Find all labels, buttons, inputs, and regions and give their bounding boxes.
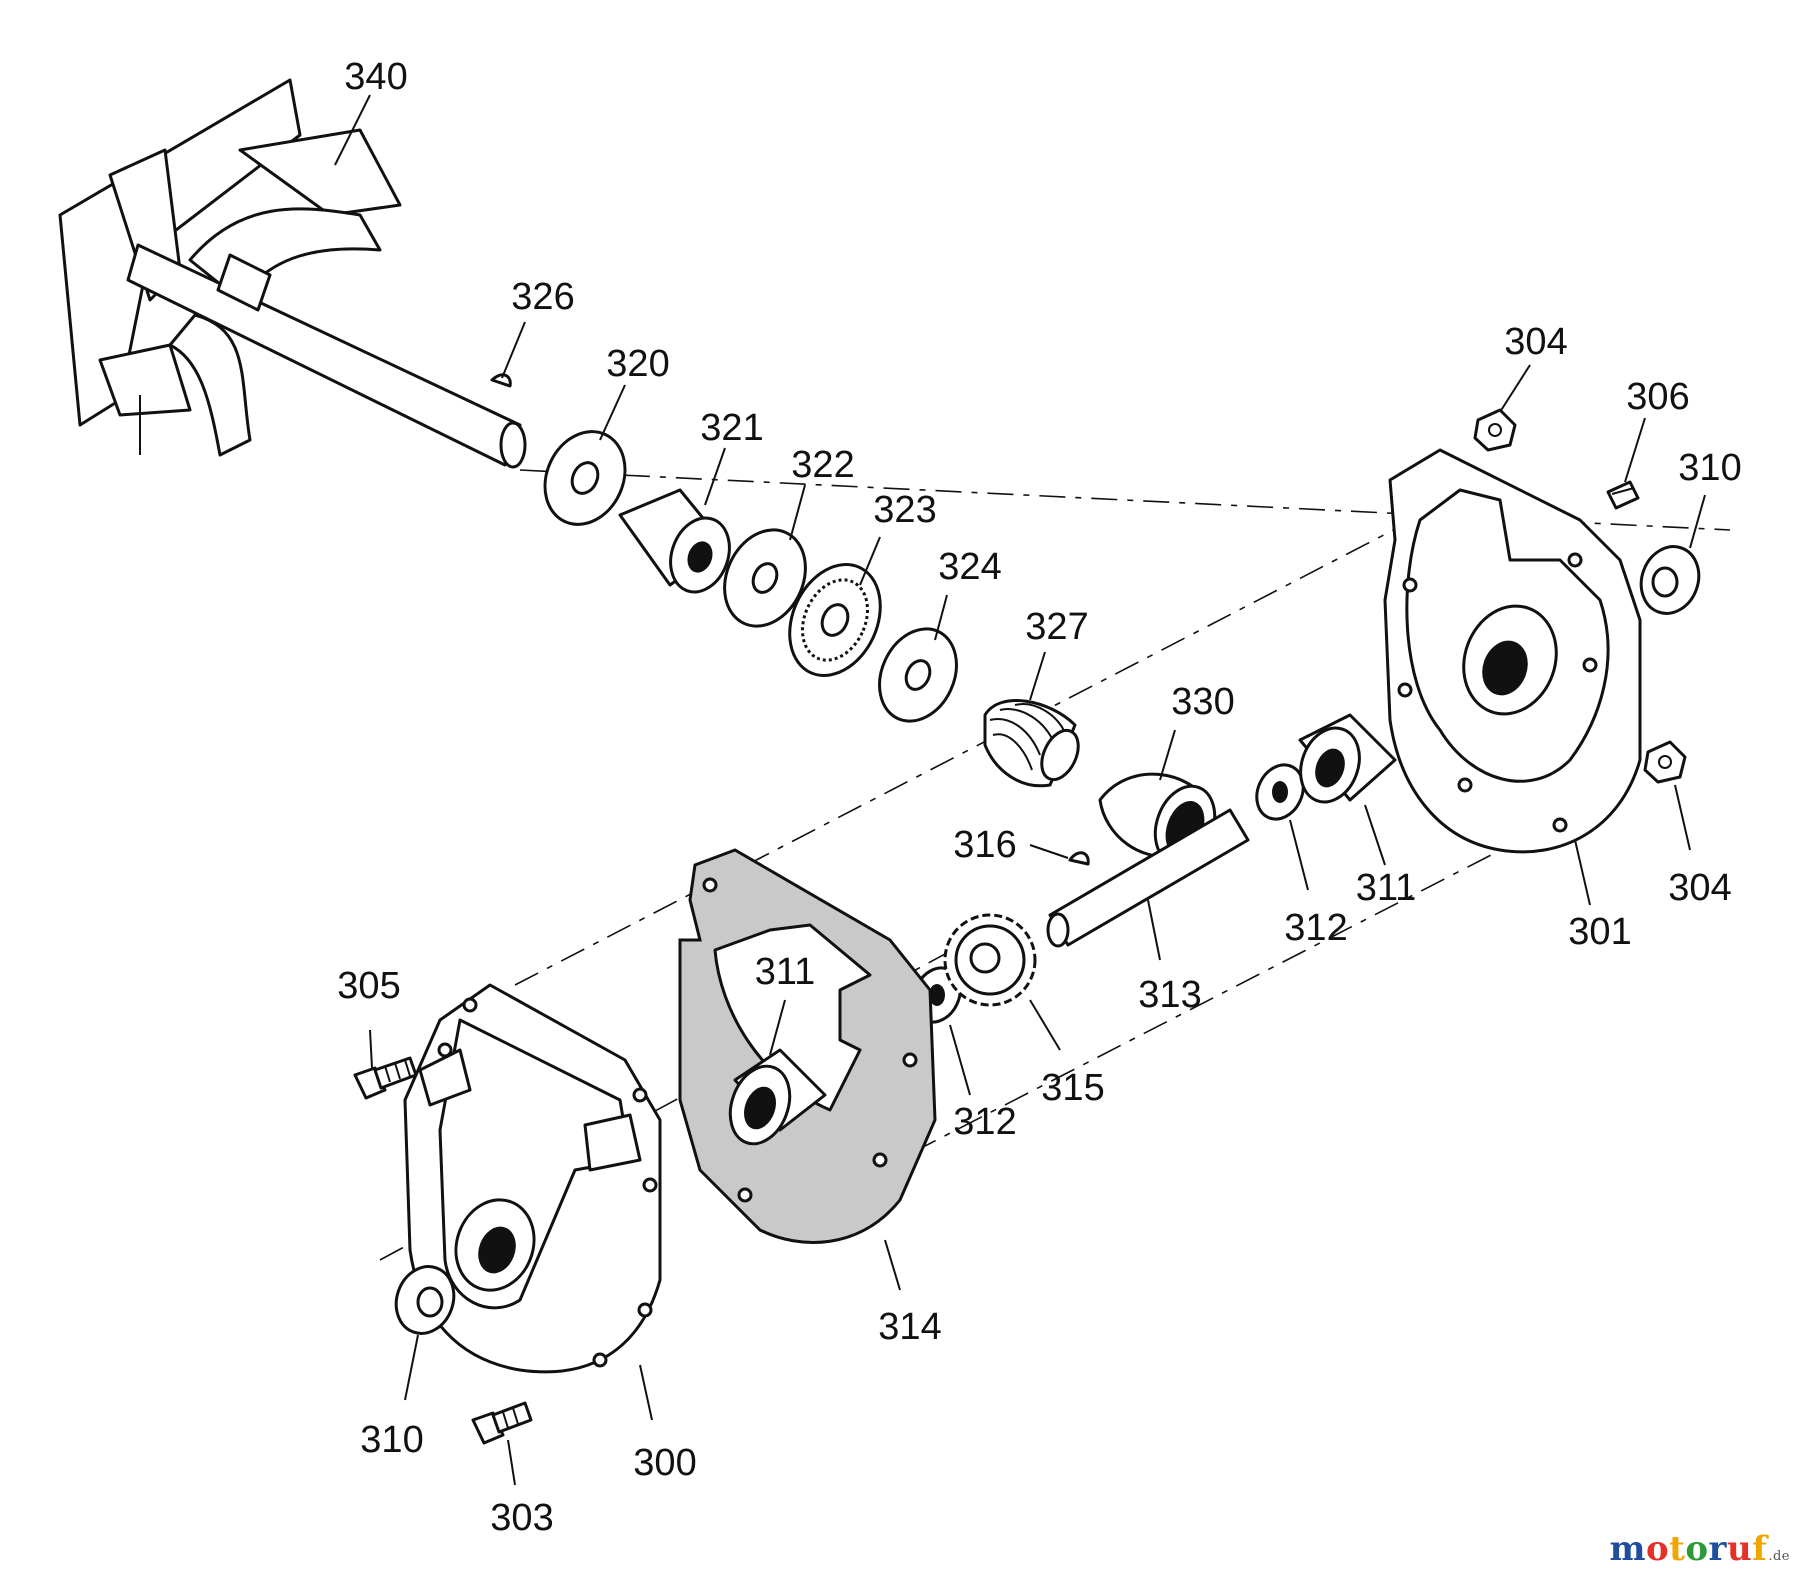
bolt-303	[471, 1401, 533, 1445]
thrust-bearing-323	[788, 563, 882, 677]
callout-322: 322	[791, 444, 855, 486]
bearing-311-right	[1298, 713, 1397, 804]
callout-327: 327	[1025, 606, 1089, 648]
callout-311-center: 311	[754, 951, 816, 993]
watermark-brand: motoruf	[1609, 1529, 1767, 1569]
auger-impeller-340	[58, 78, 527, 469]
callout-301: 301	[1568, 911, 1632, 953]
callout-300: 300	[633, 1442, 697, 1484]
watermark-letter: u	[1726, 1529, 1753, 1569]
seal-310-right	[1639, 545, 1701, 615]
callout-315: 315	[1041, 1067, 1105, 1109]
leader-lines	[334, 94, 1706, 1486]
callout-304-bottom: 304	[1668, 867, 1732, 909]
gear-case-300	[403, 983, 662, 1374]
callout-310-left: 310	[360, 1419, 424, 1461]
worm-gear-327	[983, 699, 1080, 788]
gear-case-301	[1383, 448, 1642, 854]
callout-314: 314	[878, 1306, 942, 1348]
washer-324	[878, 627, 958, 723]
callout-326: 326	[511, 276, 575, 318]
callout-330: 330	[1171, 681, 1235, 723]
set-screw-306	[1606, 480, 1640, 510]
washer-322	[723, 528, 807, 628]
callout-304-top: 304	[1504, 321, 1568, 363]
bolt-305	[353, 1056, 418, 1100]
callout-312-left: 312	[953, 1101, 1017, 1143]
shaft-313	[1046, 808, 1250, 948]
callout-320: 320	[606, 343, 670, 385]
bearing-311-center	[728, 1048, 827, 1146]
watermark-letter: f	[1752, 1529, 1768, 1569]
callout-310-right: 310	[1678, 447, 1742, 489]
watermark-letter: t	[1669, 1529, 1686, 1569]
watermark-letter: m	[1609, 1529, 1646, 1569]
gasket-314	[678, 848, 937, 1244]
callout-313: 313	[1138, 974, 1202, 1016]
spur-gear-315	[943, 913, 1037, 1007]
key-326	[490, 373, 512, 388]
watermark-logo: motoruf.de	[1609, 1529, 1790, 1569]
callout-312-right: 312	[1284, 907, 1348, 949]
watermark-letter: o	[1645, 1529, 1670, 1569]
callout-303: 303	[490, 1497, 554, 1539]
callout-306: 306	[1626, 376, 1690, 418]
callout-305: 305	[337, 965, 401, 1007]
watermark-letter: r	[1708, 1529, 1727, 1569]
nut-304-top	[1473, 408, 1517, 452]
seal-310-left	[394, 1265, 456, 1335]
callout-321: 321	[700, 407, 764, 449]
washer-320	[543, 430, 627, 526]
nut-304-bottom	[1643, 740, 1687, 784]
callout-311-right: 311	[1355, 867, 1417, 909]
bushing-321	[618, 488, 731, 594]
callout-324: 324	[938, 546, 1002, 588]
key-316	[1068, 851, 1090, 866]
callout-340: 340	[344, 56, 408, 98]
callout-323: 323	[873, 489, 937, 531]
washer-312-right	[1255, 763, 1305, 821]
watermark-tld: .de	[1768, 1549, 1790, 1564]
watermark-letter: o	[1685, 1529, 1709, 1569]
callout-316: 316	[953, 824, 1017, 866]
